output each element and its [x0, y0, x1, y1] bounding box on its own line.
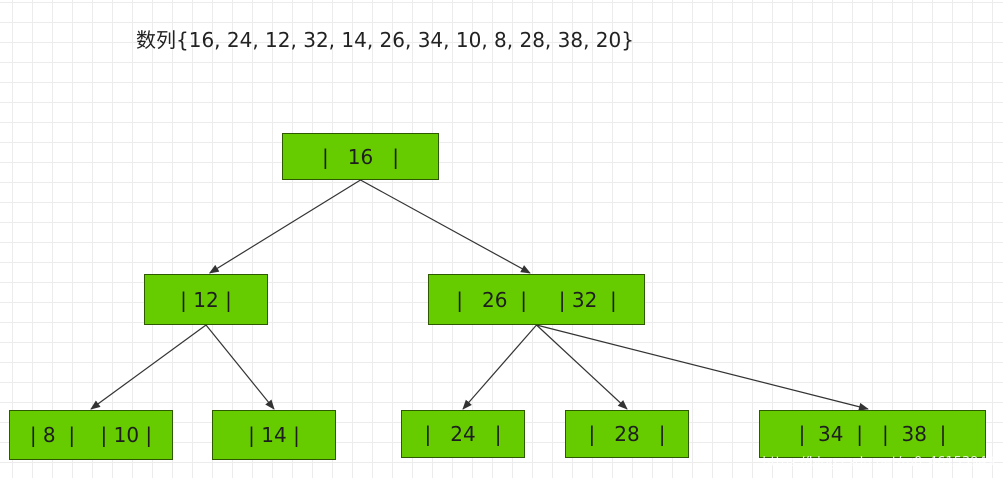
tree-node-14: | 14 |	[212, 410, 336, 460]
tree-node-24: | 24 |	[401, 410, 525, 458]
tree-node-34-38: | 34 | | 38 |	[759, 410, 986, 458]
edge-root-to-n12	[208, 179, 361, 274]
edge-root-to-n26-32	[360, 179, 531, 274]
tree-node-26-32: | 26 | | 32 |	[428, 274, 645, 325]
watermark-url: https://blog.csdn.net/m0_46153949	[762, 455, 995, 470]
tree-node-12: | 12 |	[144, 274, 268, 325]
tree-node-8-10: | 8 | | 10 |	[9, 410, 173, 460]
edge-n12-to-n8-10	[90, 324, 207, 410]
sequence-title: 数列{16, 24, 12, 32, 14, 26, 34, 10, 8, 28…	[136, 28, 634, 52]
edge-n26-32-to-n24	[462, 324, 537, 410]
edge-n26-32-to-n28	[536, 324, 628, 410]
tree-node-root: | 16 |	[282, 133, 439, 180]
tree-node-28: | 28 |	[565, 410, 689, 458]
edge-n26-32-to-n34-38	[536, 324, 869, 411]
edge-n12-to-n14	[205, 324, 275, 410]
